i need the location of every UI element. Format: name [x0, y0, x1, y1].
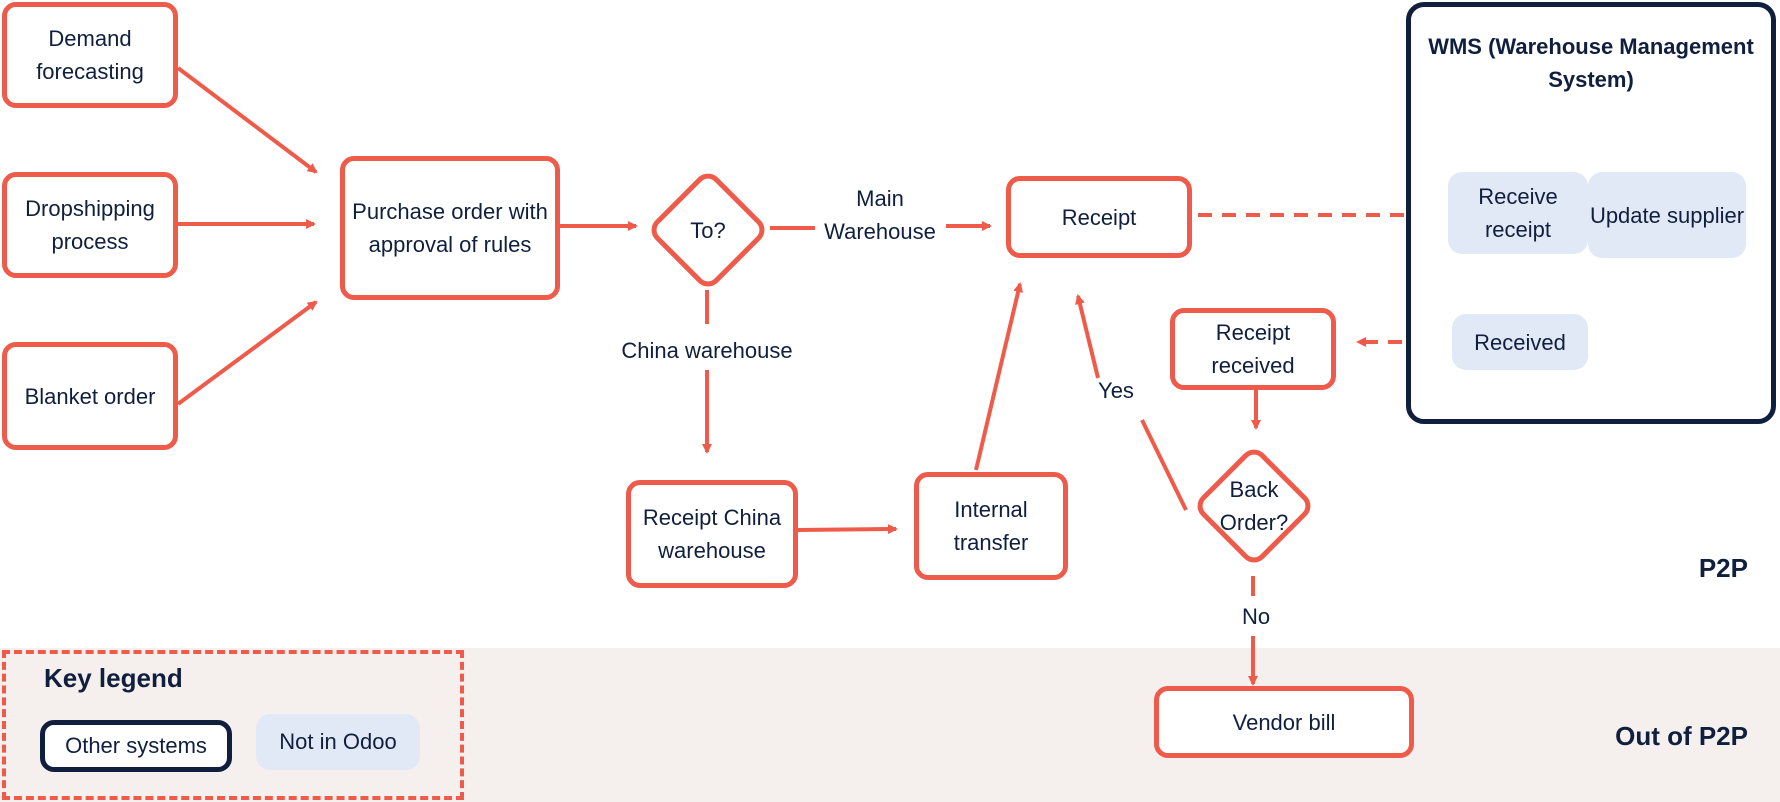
- demand-forecasting-node: Demand forecasting: [2, 2, 178, 108]
- p2p-zone-label: P2P: [1698, 553, 1748, 583]
- blanket-order-node: Blanket order: [2, 342, 178, 450]
- yes-label: Yes: [1098, 378, 1134, 403]
- arrow-yes-receipt: [1075, 294, 1100, 379]
- no-label: No: [1241, 604, 1271, 629]
- dropshipping-node: Dropshipping process: [2, 172, 178, 278]
- arrow-china-internal: [797, 524, 898, 535]
- received-node: Received: [1452, 314, 1588, 370]
- receipt-node: Receipt: [1006, 176, 1192, 258]
- main-warehouse-label: Main Warehouse: [824, 186, 936, 244]
- receipt-china-node: Receipt China warehouse: [626, 480, 798, 588]
- china-warehouse-label: China warehouse: [621, 338, 793, 363]
- internal-transfer-node: Internal transfer: [914, 472, 1068, 580]
- update-supplier-node: Update supplier: [1588, 172, 1746, 258]
- to-decision-label: To?: [690, 217, 726, 243]
- out-of-p2p-zone-label: Out of P2P: [1615, 721, 1748, 751]
- legend-not-in-odoo: Not in Odoo: [256, 714, 420, 770]
- legend-other-systems: Other systems: [40, 720, 232, 772]
- receive-receipt-node: Receive receipt: [1448, 172, 1588, 254]
- arrow-internal-receipt: [974, 282, 1024, 471]
- back-order-label: Back Order?: [1219, 477, 1289, 535]
- legend-box: [2, 650, 464, 800]
- purchase-order-node: Purchase order with approval of rules: [340, 156, 560, 300]
- arrow-demand-po: [176, 66, 318, 174]
- legend-title: Key legend: [44, 663, 183, 693]
- arrow-backorder-yes: [1140, 419, 1188, 511]
- vendor-bill-node: Vendor bill: [1154, 686, 1414, 758]
- wms-title: WMS (Warehouse Management System): [1428, 34, 1754, 92]
- arrow-blanket-po: [176, 300, 318, 406]
- receipt-received-node: Receipt received: [1170, 308, 1336, 390]
